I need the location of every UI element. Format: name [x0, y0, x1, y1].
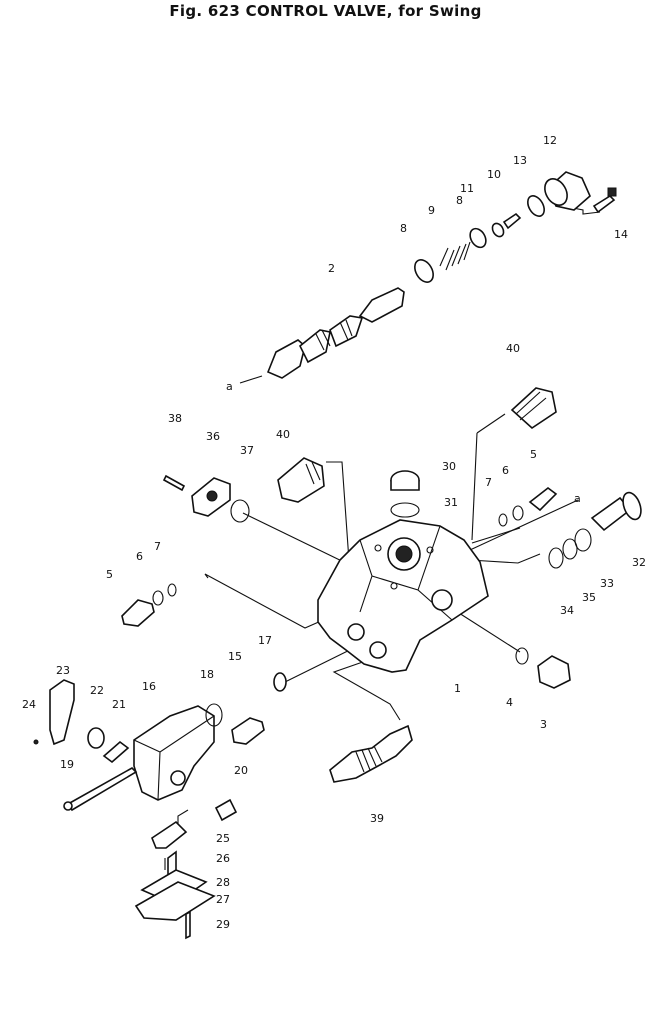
label-p26: 26 — [216, 852, 230, 865]
label-p13: 13 — [513, 154, 527, 167]
bottom-cover-group — [134, 820, 216, 940]
label-p12: 12 — [543, 134, 557, 147]
label-ref-a-left: a — [226, 380, 233, 393]
label-p5-right: 5 — [530, 448, 537, 461]
label-p37: 37 — [240, 444, 254, 457]
label-p14: 14 — [614, 228, 628, 241]
label-p20: 20 — [234, 764, 248, 777]
label-p30: 30 — [442, 460, 456, 473]
label-p21: 21 — [112, 698, 126, 711]
label-p27: 27 — [216, 893, 230, 906]
label-p16: 16 — [142, 680, 156, 693]
label-p39: 39 — [370, 812, 384, 825]
right-side-parts — [498, 486, 642, 569]
relief-valves — [277, 387, 557, 518]
label-p19: 19 — [60, 758, 74, 771]
label-p36: 36 — [206, 430, 220, 443]
label-p7-left: 7 — [154, 540, 161, 553]
label-p15: 15 — [228, 650, 242, 663]
label-p1: 1 — [454, 682, 461, 695]
label-p40-left: 40 — [276, 428, 290, 441]
label-p38: 38 — [168, 412, 182, 425]
label-p5-left: 5 — [106, 568, 113, 581]
label-p10: 10 — [487, 168, 501, 181]
label-p40-top: 40 — [506, 342, 520, 355]
figure-title: Fig. 623 CONTROL VALVE, for Swing — [169, 2, 482, 20]
label-p33: 33 — [600, 577, 614, 590]
label-p3: 3 — [540, 718, 547, 731]
label-p34: 34 — [560, 604, 574, 617]
label-p35: 35 — [582, 591, 596, 604]
label-p8-left: 8 — [400, 222, 407, 235]
left-side-parts — [121, 474, 250, 627]
label-p17: 17 — [258, 634, 272, 647]
spool — [266, 287, 405, 379]
label-p28: 28 — [216, 876, 230, 889]
label-p32: 32 — [632, 556, 646, 569]
label-p8-right: 8 — [456, 194, 463, 207]
spring-group — [414, 195, 545, 283]
spool-39 — [329, 724, 413, 783]
label-p31: 31 — [444, 496, 458, 509]
valve-body — [317, 519, 489, 673]
label-p7-right: 7 — [485, 476, 492, 489]
label-p6-right: 6 — [502, 464, 509, 477]
label-p23: 23 — [56, 664, 70, 677]
label-p11: 11 — [460, 182, 474, 195]
bottom-right-plug — [515, 647, 571, 689]
label-p22: 22 — [90, 684, 104, 697]
label-p18: 18 — [200, 668, 214, 681]
label-p25: 25 — [216, 832, 230, 845]
lever-housing — [33, 672, 287, 822]
label-p6-left: 6 — [136, 550, 143, 563]
label-p4: 4 — [506, 696, 513, 709]
label-p29: 29 — [216, 918, 230, 931]
label-p24: 24 — [22, 698, 36, 711]
part-labels: 1 2 3 4 5 5 6 6 7 7 8 8 9 10 11 12 13 14… — [22, 134, 646, 931]
label-ref-a-right: a — [574, 492, 581, 505]
label-p9: 9 — [428, 204, 435, 217]
label-p2: 2 — [328, 262, 335, 275]
cap-group — [544, 171, 617, 214]
